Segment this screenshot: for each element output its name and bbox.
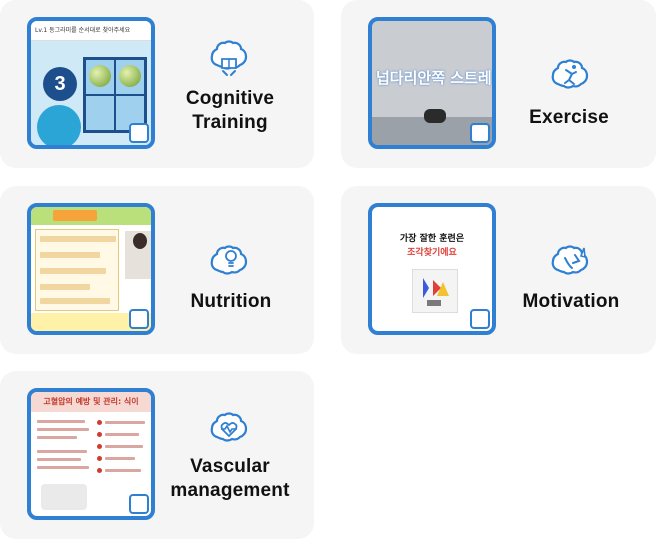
label-motivation: Motivation [522, 291, 620, 312]
label-exercise: Exercise [529, 107, 609, 128]
nutrition-thumbnail [27, 203, 155, 335]
vascular-thumbnail: 고혈압의 예방 및 관리: 식이 [27, 388, 155, 520]
card-cognitive-training[interactable]: Lv.1 동그라미를 순서대로 찾아주세요 3 Cognitive Traini… [0, 0, 314, 168]
cognitive-thumbnail: Lv.1 동그라미를 순서대로 찾아주세요 3 [27, 17, 155, 149]
brain-book-icon [210, 40, 248, 76]
motivation-thumb-line2: 조각찾기에요 [407, 248, 457, 258]
motivation-thumbnail: 가장 잘한 훈련은 조각찾기에요 [368, 203, 496, 335]
card-vascular-management[interactable]: 고혈압의 예방 및 관리: 식이 Vascular management [0, 371, 314, 539]
brain-running-icon [551, 59, 589, 89]
brain-lightbulb-icon [210, 245, 248, 275]
card-nutrition[interactable]: Nutrition [0, 186, 314, 354]
label-cognitive-training: Cognitive Training [185, 88, 275, 133]
card-motivation[interactable]: 가장 잘한 훈련은 조각찾기에요 Motivation [341, 186, 656, 354]
vascular-thumb-title: 고혈압의 예방 및 관리: 식이 [43, 397, 139, 406]
app-badge-icon [470, 123, 490, 143]
motivation-thumb-line1: 가장 잘한 훈련은 [399, 234, 465, 244]
exercise-thumb-title: 넙다리안쪽 스트레칭 [376, 69, 496, 87]
label-vascular-management: Vascular management [170, 456, 290, 501]
puzzle-pieces-image [412, 269, 458, 313]
brain-heart-icon [210, 412, 248, 442]
label-nutrition: Nutrition [190, 291, 272, 312]
app-badge-icon [129, 309, 149, 329]
app-badge-icon [129, 123, 149, 143]
cognitive-thumb-number: 3 [43, 67, 77, 101]
cognitive-thumb-grid [83, 57, 147, 133]
character-mascot-icon [37, 105, 81, 145]
cognitive-thumb-header: Lv.1 동그라미를 순서대로 찾아주세요 [31, 21, 151, 41]
exercise-thumbnail: 넙다리안쪽 스트레칭 [368, 17, 496, 149]
person-stretching-icon [424, 109, 446, 123]
app-badge-icon [470, 309, 490, 329]
app-badge-icon [129, 494, 149, 514]
presenter-avatar [133, 233, 147, 249]
brain-carrot-icon [551, 245, 589, 275]
card-exercise[interactable]: 넙다리안쪽 스트레칭 Exercise [341, 0, 656, 168]
